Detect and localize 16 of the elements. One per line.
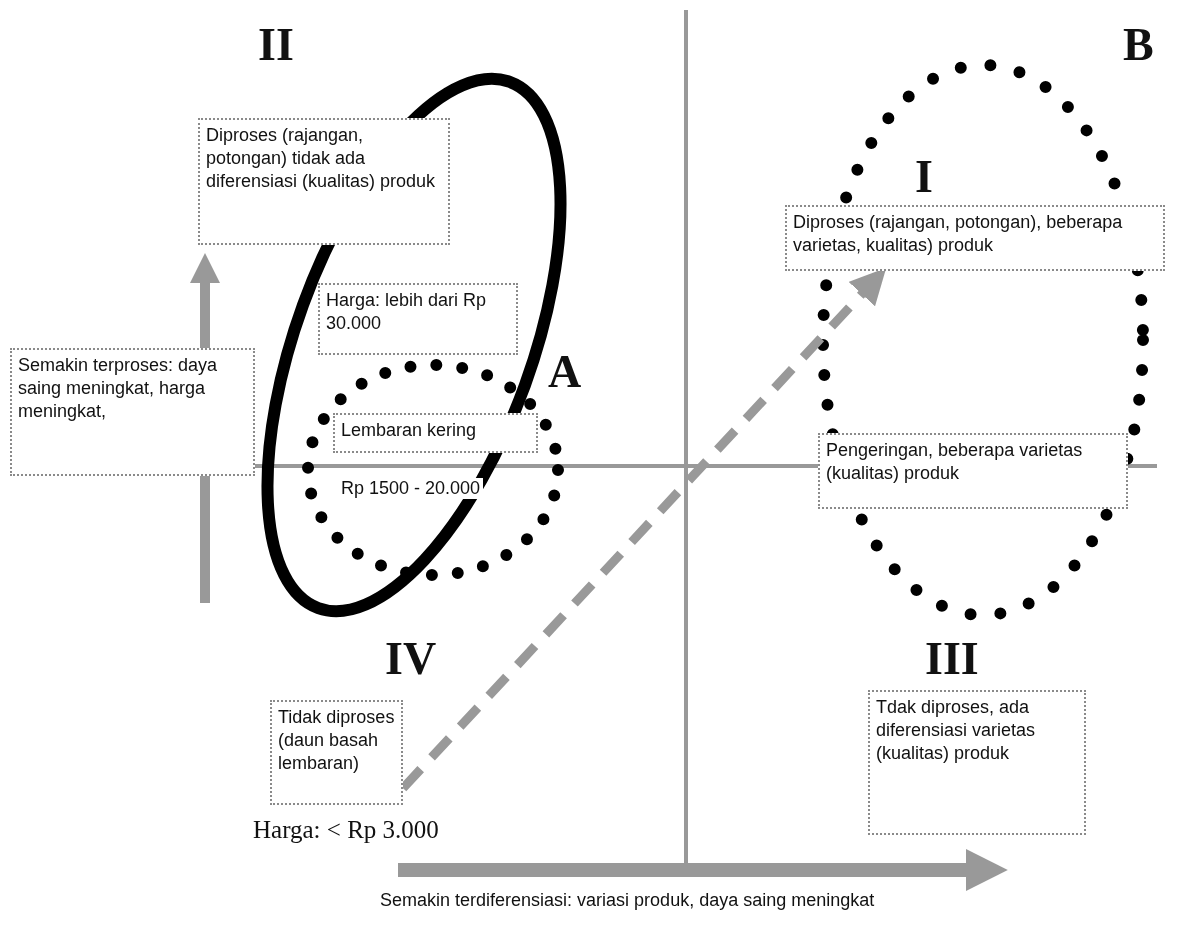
- quadrant-label: II: [258, 18, 294, 71]
- text-box: Lembaran kering: [333, 413, 538, 453]
- text-box: Harga: lebih dari Rp 30.000: [318, 283, 518, 355]
- quadrant-label: IV: [385, 632, 437, 685]
- quadrant-label: I: [915, 150, 933, 203]
- text-box: Semakin terproses: daya saing meningkat, harga meningkat,: [10, 348, 255, 476]
- quadrant-label: III: [925, 632, 979, 685]
- axis-caption: Semakin terdiferensiasi: variasi produk, daya saing meningkat: [380, 890, 875, 911]
- price-label: Harga: < Rp 3.000: [253, 816, 439, 844]
- group-label: B: [1123, 18, 1154, 71]
- text-box: Tidak diproses (daun basah lembaran): [270, 700, 403, 805]
- text-box: Diproses (rajangan, potongan), beberapa varietas, kualitas) produk: [785, 205, 1165, 271]
- text-box: Diproses (rajangan, potongan) tidak ada diferensiasi (kualitas) produk: [198, 118, 450, 245]
- group-label: A: [548, 345, 582, 398]
- text-box: Pengeringan, beberapa varietas (kualitas) produk: [818, 433, 1128, 509]
- text-box: Tdak diproses, ada diferensiasi varietas (kualitas) produk: [868, 690, 1086, 835]
